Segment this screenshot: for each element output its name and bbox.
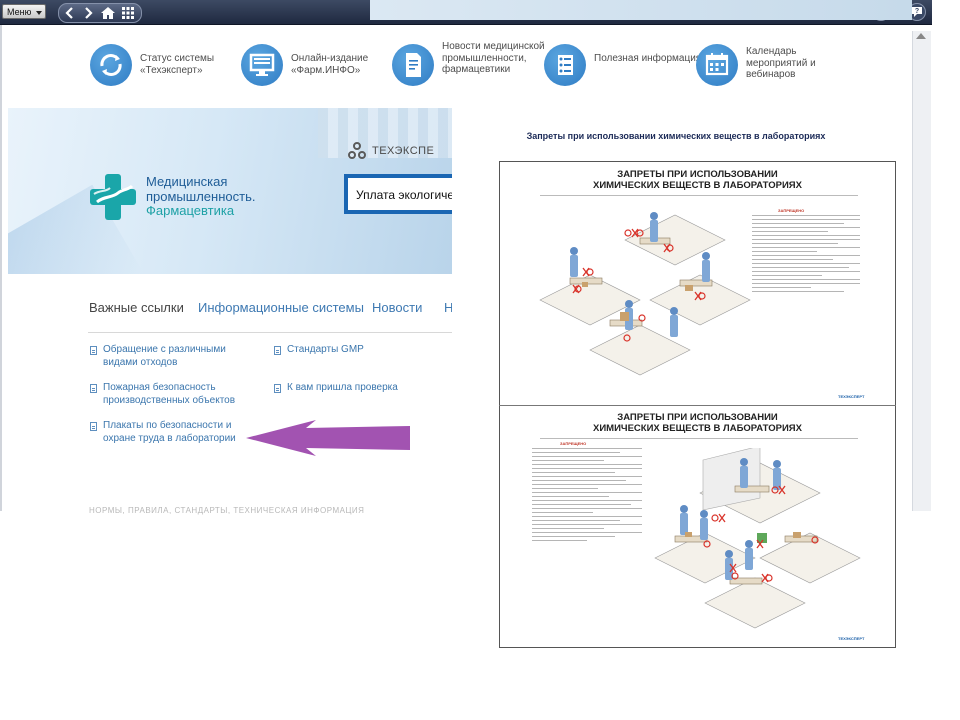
tab-news[interactable]: Новости <box>372 300 423 315</box>
poster-section-label: ЗАПРЕЩЕНО <box>560 441 587 446</box>
svg-text:?: ? <box>915 8 919 15</box>
poster-title-line: ХИМИЧЕСКИХ ВЕЩЕСТВ В ЛАБОРАТОРИЯХ <box>593 180 802 191</box>
tab-more[interactable]: Н <box>444 300 454 315</box>
arrow-right-icon[interactable] <box>79 5 97 21</box>
service-label: Онлайн-издание «Фарм.ИНФО» <box>291 53 369 76</box>
scroll-up-icon[interactable] <box>916 33 926 39</box>
banner-title-line: Фармацевтика <box>146 203 235 218</box>
refresh-icon <box>90 44 132 86</box>
section-heading-faint: НОРМЫ, ПРАВИЛА, СТАНДАРТЫ, ТЕХНИЧЕСКАЯ И… <box>89 506 365 515</box>
tabs-underline <box>88 332 452 333</box>
tab-information-systems[interactable]: Информационные системы <box>198 300 364 315</box>
banner-title-line: промышленность. <box>146 188 256 204</box>
tab-important-links[interactable]: Важные ссылки <box>89 300 184 315</box>
service-status[interactable]: Статус системы «Техэксперт» <box>90 44 260 88</box>
poster-section-label: ЗАПРЕЩЕНО <box>778 208 805 213</box>
link-fire-safety[interactable]: Пожарная безопасность производственных о… <box>103 382 236 406</box>
link-lab-safety-posters[interactable]: Плакаты по безопасности и охране труда в… <box>103 420 236 444</box>
chevron-down-icon <box>36 11 42 15</box>
poster-logo: ТЕХЭКСПЕРТ <box>838 636 865 641</box>
poster-heading: Запреты при использовании химических вещ… <box>526 131 826 141</box>
poster-divider <box>499 405 896 406</box>
service-label: Новости медицинской промышленности, фарм… <box>442 41 545 75</box>
monitor-icon <box>241 44 283 86</box>
document-icon <box>274 384 281 393</box>
service-useful-info[interactable]: Полезная информация <box>544 44 701 88</box>
menu-button-label: Меню <box>7 7 32 17</box>
service-label: Календарь мероприятий и вебинаров <box>746 46 816 80</box>
grid-icon[interactable] <box>119 5 137 21</box>
navigation-pill <box>58 3 142 23</box>
poster-title-line: ХИМИЧЕСКИХ ВЕЩЕСТВ В ЛАБОРАТОРИЯХ <box>593 423 802 434</box>
home-icon[interactable] <box>99 5 117 21</box>
banner-title: Медицинская промышленность. Фармацевтика <box>146 174 256 219</box>
info-list-icon <box>544 44 586 86</box>
scrollbar[interactable] <box>912 31 931 511</box>
search-input[interactable]: Уплата экологическ <box>344 174 452 214</box>
document-icon <box>274 346 281 355</box>
lab-illustration-bottom <box>654 448 861 629</box>
poster-text-block <box>752 215 860 295</box>
calendar-icon <box>696 44 738 86</box>
document-icon <box>90 346 97 355</box>
medical-cross-logo <box>90 174 136 220</box>
link-inspection[interactable]: К вам пришла проверка <box>287 382 398 393</box>
document-icon <box>90 422 97 431</box>
pointer-arrow-icon <box>246 420 410 456</box>
techexpert-logo-icon <box>348 142 366 159</box>
lab-illustration-top <box>539 212 751 376</box>
title-rule <box>540 195 858 196</box>
service-news[interactable]: Новости медицинской промышленности, фарм… <box>392 41 562 88</box>
poster-title-line: ЗАПРЕТЫ ПРИ ИСПОЛЬЗОВАНИИ <box>617 169 778 180</box>
news-document-icon <box>392 44 434 86</box>
help-icon[interactable]: ? <box>908 3 926 21</box>
poster-logo: ТЕХЭКСПЕРТ <box>838 394 865 399</box>
link-waste-handling[interactable]: Обращение с различными видами отходов <box>103 344 226 368</box>
link-gmp-standards[interactable]: Стандарты GMP <box>287 344 364 355</box>
poster-text-block <box>532 448 642 544</box>
service-label: Полезная информация <box>594 53 702 64</box>
document-icon <box>90 384 97 393</box>
title-rule <box>540 438 858 439</box>
arrow-left-icon[interactable] <box>61 5 79 21</box>
service-calendar[interactable]: Календарь мероприятий и вебинаров <box>696 44 866 88</box>
service-label: Статус системы «Техэксперт» <box>140 53 215 76</box>
left-border <box>0 25 2 511</box>
poster-title-line: ЗАПРЕТЫ ПРИ ИСПОЛЬЗОВАНИИ <box>617 412 778 423</box>
menu-button[interactable]: Меню <box>2 4 46 19</box>
banner-top-strip <box>370 0 912 20</box>
service-farm-info[interactable]: Онлайн-издание «Фарм.ИНФО» <box>241 44 411 88</box>
banner-title-line: Медицинская <box>146 174 228 189</box>
brand-text: ТЕХЭКСПЕ <box>372 145 435 157</box>
